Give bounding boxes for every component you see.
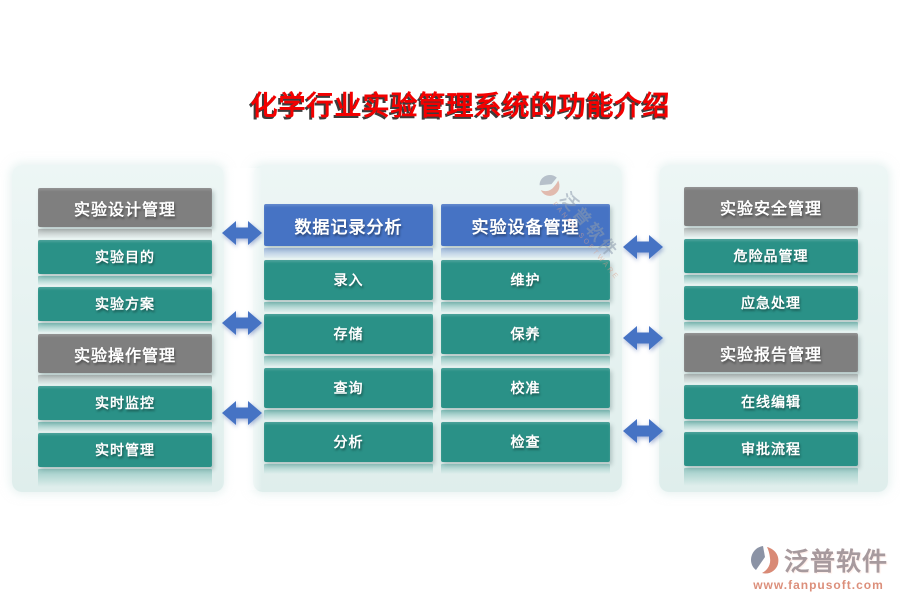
footer-brand-name: 泛普软件 (783, 548, 888, 576)
reflection-strip (264, 464, 433, 474)
reflection-strip (38, 469, 212, 487)
item-calibrate: 校准 (441, 368, 610, 408)
item-emergency-handle: 应急处理 (684, 286, 858, 320)
section-header-safety: 实验安全管理 (684, 187, 858, 226)
item-realtime-monitor: 实时监控 (38, 386, 212, 420)
panel-design-operation: 实验设计管理 实验目的 实验方案 实验操作管理 实时监控 实时管理 (12, 165, 224, 492)
item-analysis: 分析 (264, 422, 433, 462)
column-data-record: 数据记录分析 录入 存储 查询 分析 (264, 204, 433, 492)
column-header-data-record: 数据记录分析 (264, 204, 433, 246)
column-equipment: 实验设备管理 维护 保养 校准 检查 (441, 204, 610, 492)
reflection-strip (38, 375, 212, 384)
reflection-strip (264, 302, 433, 312)
item-entry: 录入 (264, 260, 433, 300)
fanpu-logo-icon (750, 546, 779, 574)
double-arrow-icon (623, 235, 663, 259)
reflection-strip (684, 275, 858, 284)
page-title: 化学行业实验管理系统的功能介绍 (250, 91, 671, 121)
reflection-strip (264, 356, 433, 366)
reflection-strip (684, 421, 858, 430)
item-hazardous-manage: 危险品管理 (684, 239, 858, 273)
reflection-strip (441, 302, 610, 312)
item-inspect: 检查 (441, 422, 610, 462)
item-experiment-purpose: 实验目的 (38, 240, 212, 274)
panel-gap-glow-left (222, 168, 262, 490)
reflection-strip (38, 276, 212, 285)
reflection-strip (684, 374, 858, 383)
column-header-equipment: 实验设备管理 (441, 204, 610, 246)
reflection-strip (441, 248, 610, 258)
reflection-strip (684, 468, 858, 486)
double-arrow-icon (222, 311, 262, 335)
double-arrow-icon (222, 221, 262, 245)
section-header-report: 实验报告管理 (684, 333, 858, 372)
panel-data-equipment: 数据记录分析 录入 存储 查询 分析 实验设备管理 维护 保养 校准 检查 (253, 165, 622, 492)
footer-website-url: www.fanpusoft.com (753, 578, 884, 592)
item-query: 查询 (264, 368, 433, 408)
reflection-strip (38, 229, 212, 238)
double-arrow-icon (222, 401, 262, 425)
reflection-strip (441, 464, 610, 474)
reflection-strip (264, 410, 433, 420)
double-arrow-icon (623, 419, 663, 443)
item-approval-flow: 审批流程 (684, 432, 858, 466)
item-realtime-manage: 实时管理 (38, 433, 212, 467)
reflection-strip (264, 248, 433, 258)
panel-safety-report: 实验安全管理 危险品管理 应急处理 实验报告管理 在线编辑 审批流程 (659, 165, 888, 492)
reflection-strip (441, 356, 610, 366)
item-experiment-plan: 实验方案 (38, 287, 212, 321)
item-upkeep: 保养 (441, 314, 610, 354)
reflection-strip (441, 410, 610, 420)
item-maintain: 维护 (441, 260, 610, 300)
reflection-strip (684, 322, 858, 331)
section-header-operation: 实验操作管理 (38, 334, 212, 373)
double-arrow-icon (623, 326, 663, 350)
item-online-edit: 在线编辑 (684, 385, 858, 419)
item-storage: 存储 (264, 314, 433, 354)
footer-logo: 泛普软件 www.fanpusoft.com (749, 542, 888, 592)
section-header-design: 实验设计管理 (38, 188, 212, 227)
reflection-strip (38, 323, 212, 332)
reflection-strip (684, 228, 858, 237)
footer-logo-row: 泛普软件 (749, 542, 888, 578)
reflection-strip (38, 422, 212, 431)
